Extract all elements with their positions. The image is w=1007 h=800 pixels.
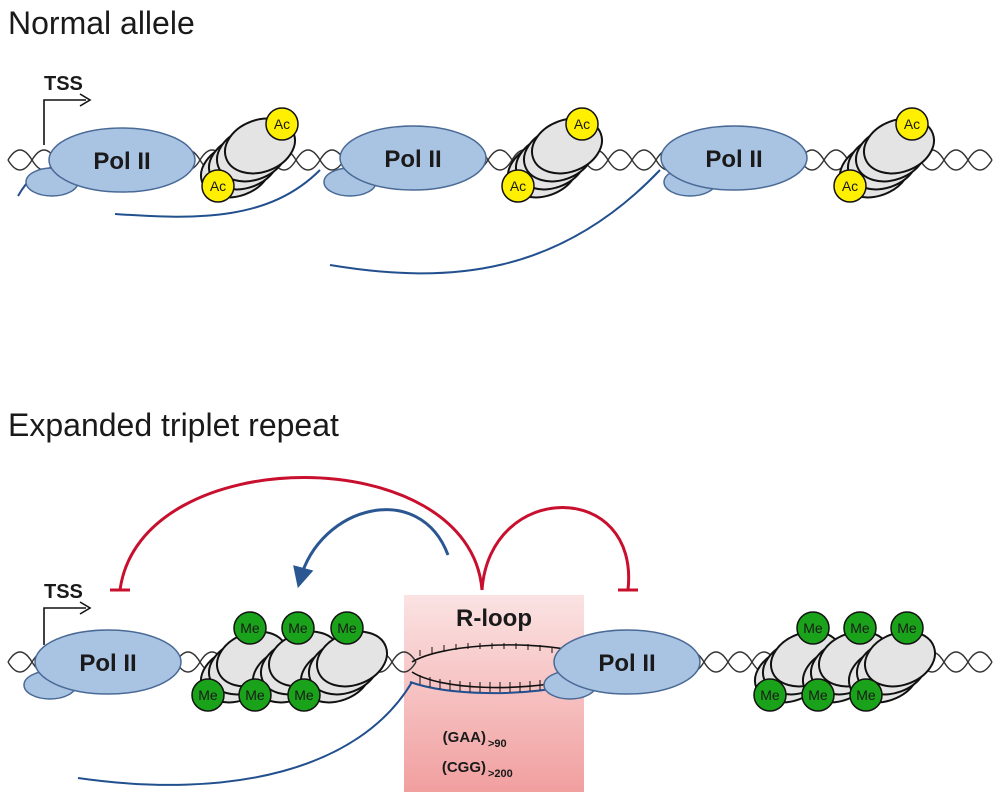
rna-transcript	[329, 169, 661, 275]
rna-transcript-expanded	[77, 681, 413, 786]
tss-label-normal: TSS	[44, 73, 83, 95]
expanded-repeat-title: Expanded triplet repeat	[8, 407, 339, 443]
feedback-arrow	[293, 508, 450, 589]
svg-text:Me: Me	[760, 687, 780, 703]
pol-ii-label: Pol II	[705, 146, 762, 173]
svg-text:Ac: Ac	[842, 178, 858, 194]
svg-text:Ac: Ac	[210, 178, 226, 194]
acetyl-mark: Ac	[565, 107, 599, 141]
acetyl-mark: Ac	[895, 107, 929, 141]
methyl-mark: Me	[281, 611, 315, 645]
pol-ii-complex-expanded-1: Pol II	[23, 629, 182, 700]
tss-label-expanded: TSS	[44, 581, 83, 603]
svg-text:Ac: Ac	[274, 116, 290, 132]
repeat-gaa-subscript: >90	[488, 738, 507, 750]
svg-text:Me: Me	[245, 687, 265, 703]
methyl-mark: Me	[796, 611, 830, 645]
rna-transcript	[114, 169, 321, 218]
acetyl-mark: Ac	[265, 107, 299, 141]
acetyl-mark: Ac	[501, 169, 535, 203]
pol-ii-label: Pol II	[93, 148, 150, 175]
methyl-mark: Me	[233, 611, 267, 645]
repeat-cgg-subscript: >200	[488, 768, 513, 780]
r-loop-label: R-loop	[456, 605, 532, 632]
tss-arrow-expanded	[43, 601, 92, 645]
methyl-mark: Me	[238, 678, 272, 712]
inhibition-arcs	[110, 476, 638, 592]
svg-text:Me: Me	[897, 620, 917, 636]
methyl-mark: Me	[287, 678, 321, 712]
svg-text:Me: Me	[294, 687, 314, 703]
normal-allele-title: Normal allele	[8, 5, 195, 41]
svg-text:Ac: Ac	[574, 116, 590, 132]
pol-ii-label: Pol II	[79, 650, 136, 677]
pol-ii-complex-normal-1: Pol II	[25, 127, 196, 197]
pol-ii-complex-expanded-2: Pol II	[543, 629, 701, 700]
methyl-mark: Me	[843, 611, 877, 645]
repeat-cgg-label: (CGG)	[442, 759, 486, 776]
methyl-mark: Me	[191, 678, 225, 712]
pol-ii-complex-normal-2: Pol II	[323, 125, 487, 197]
tss-arrow-normal	[43, 93, 92, 145]
svg-text:Me: Me	[808, 687, 828, 703]
nucleosome-normal-2	[507, 117, 603, 199]
repeat-gaa-label: (GAA)	[443, 729, 486, 746]
svg-text:Me: Me	[198, 687, 218, 703]
acetyl-mark: Ac	[833, 169, 867, 203]
methyl-mark: Me	[330, 611, 364, 645]
pol-ii-label: Pol II	[384, 146, 441, 173]
acetyl-mark: Ac	[201, 169, 235, 203]
pol-ii-label: Pol II	[598, 650, 655, 677]
svg-text:Me: Me	[856, 687, 876, 703]
svg-text:Me: Me	[288, 620, 308, 636]
svg-text:Me: Me	[240, 620, 260, 636]
svg-text:Me: Me	[337, 620, 357, 636]
methyl-mark: Me	[849, 678, 883, 712]
pol-ii-complex-normal-3: Pol II	[660, 125, 808, 197]
svg-text:Me: Me	[850, 620, 870, 636]
svg-text:Ac: Ac	[510, 178, 526, 194]
svg-text:Me: Me	[803, 620, 823, 636]
methyl-mark: Me	[890, 611, 924, 645]
methyl-mark: Me	[801, 678, 835, 712]
svg-text:Ac: Ac	[904, 116, 920, 132]
methyl-mark: Me	[753, 678, 787, 712]
